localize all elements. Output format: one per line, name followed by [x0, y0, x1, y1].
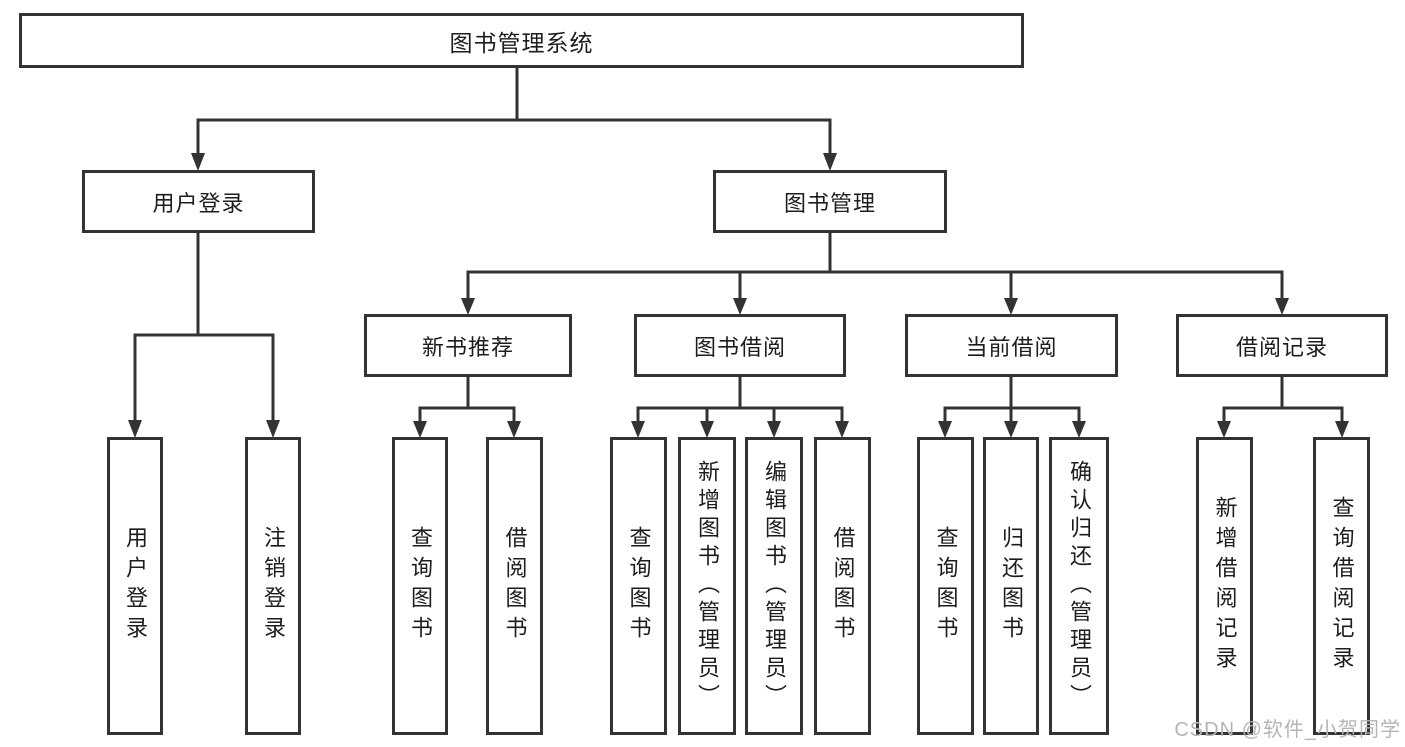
node-book-management: 图书管理 [713, 170, 947, 233]
connector-user-login-children [128, 233, 280, 438]
leaf-add-books-admin: 新增图书（管理员） [678, 437, 736, 735]
node-new-book-recommend: 新书推荐 [364, 314, 572, 377]
node-borrowing-records: 借阅记录 [1176, 314, 1388, 377]
leaf-borrow-books-recommend: 借阅图书 [486, 437, 543, 735]
leaf-borrow-books: 借阅图书 [814, 437, 871, 735]
leaf-query-borrow-record: 查询借阅记录 [1313, 437, 1370, 735]
connector-new-book-children [413, 377, 521, 438]
node-library-management-system: 图书管理系统 [19, 13, 1024, 68]
leaf-confirm-return-admin: 确认归还（管理员） [1049, 437, 1109, 735]
leaf-query-books-recommend: 查询图书 [392, 437, 448, 735]
leaf-return-books: 归还图书 [983, 437, 1039, 735]
node-book-borrowing: 图书借阅 [634, 314, 846, 377]
leaf-add-borrow-record: 新增借阅记录 [1196, 437, 1253, 735]
connector-current-borrow-children [938, 377, 1086, 438]
connector-borrow-record-children [1217, 377, 1349, 438]
leaf-logout-login: 注销登录 [245, 437, 301, 735]
leaf-query-books-current: 查询图书 [917, 437, 974, 735]
connector-book-management-children [461, 233, 1289, 315]
leaf-query-books-borrow: 查询图书 [610, 437, 667, 735]
connector-root-to-level2 [191, 68, 837, 171]
connector-book-borrow-children [631, 377, 849, 438]
leaf-edit-books-admin: 编辑图书（管理员） [745, 437, 803, 735]
leaf-user-login: 用户登录 [107, 437, 163, 735]
node-current-borrowing: 当前借阅 [905, 314, 1118, 377]
node-user-login: 用户登录 [82, 170, 315, 233]
csdn-watermark: CSDN @软件_小贺同学 [1174, 719, 1401, 741]
